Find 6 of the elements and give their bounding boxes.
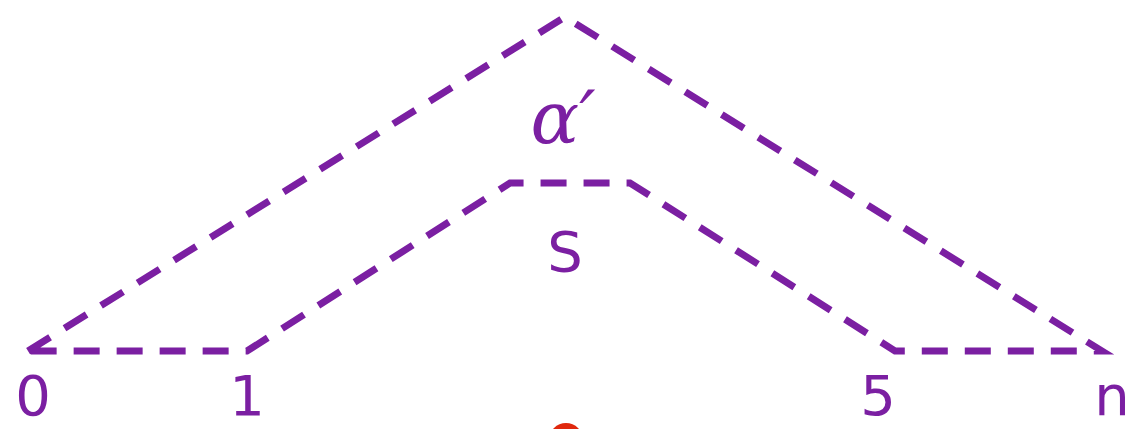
- axis-label: 1: [229, 368, 265, 424]
- axis-label: n: [1094, 368, 1130, 424]
- axis-label: 5: [860, 368, 896, 424]
- math-symbol: α′: [530, 82, 596, 154]
- axis-label: 0: [15, 368, 51, 424]
- axis-label: S: [547, 224, 583, 280]
